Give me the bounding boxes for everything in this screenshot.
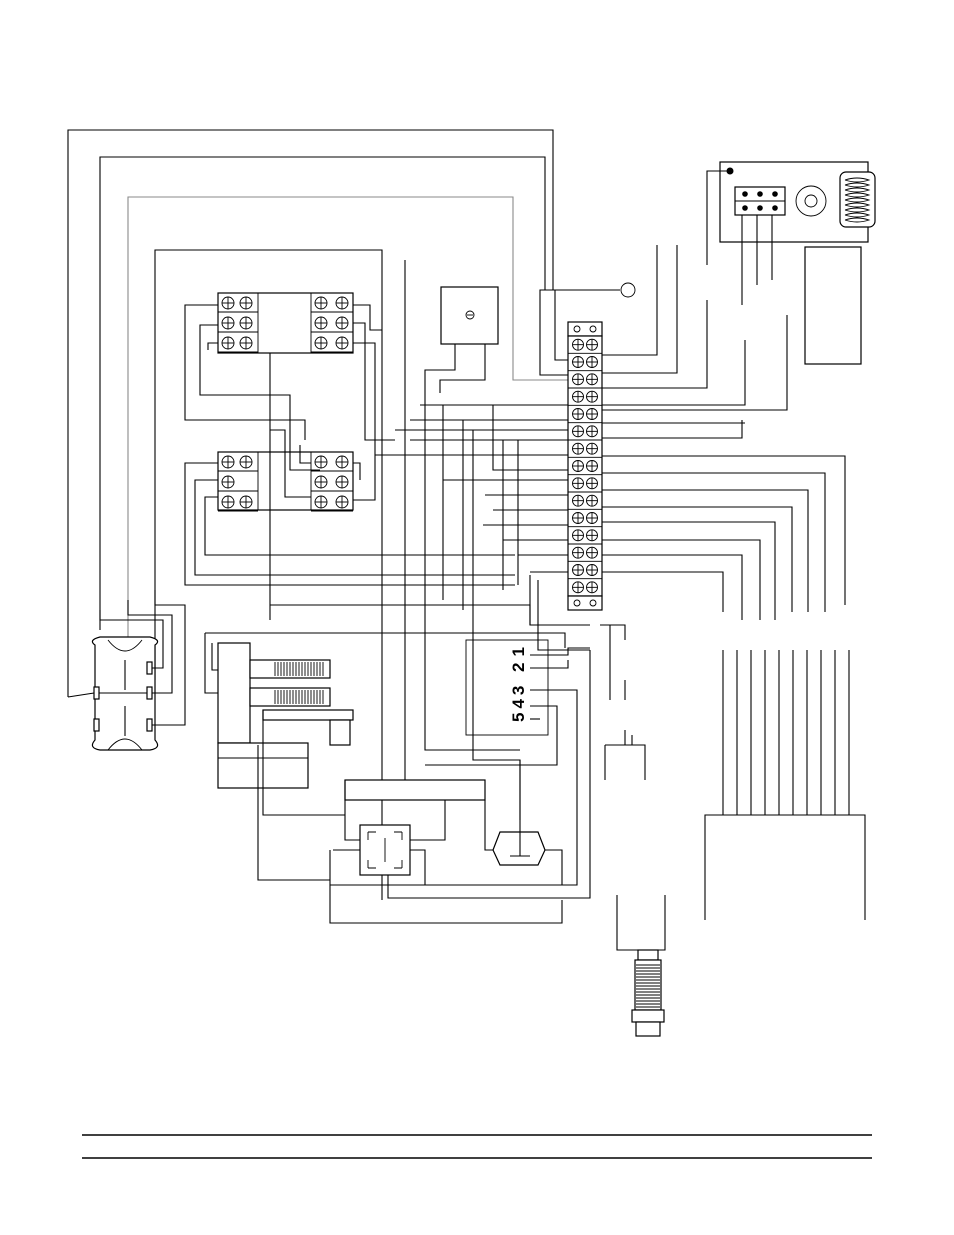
selector-switch <box>425 287 498 393</box>
internal-wiring <box>185 260 590 900</box>
terminal-block <box>568 322 602 610</box>
wire-harness <box>705 650 865 920</box>
relay-pin-label-lower: 543 <box>509 686 528 722</box>
upper-contactor <box>218 293 353 353</box>
outer-wire-loops <box>68 130 635 697</box>
thermal-relay <box>485 760 562 885</box>
thermostat <box>707 162 875 364</box>
temperature-probe <box>600 625 665 1036</box>
motor-plug <box>68 590 185 750</box>
relay-pin-label-upper: 21 <box>509 647 528 672</box>
ground-terminal <box>621 283 635 297</box>
